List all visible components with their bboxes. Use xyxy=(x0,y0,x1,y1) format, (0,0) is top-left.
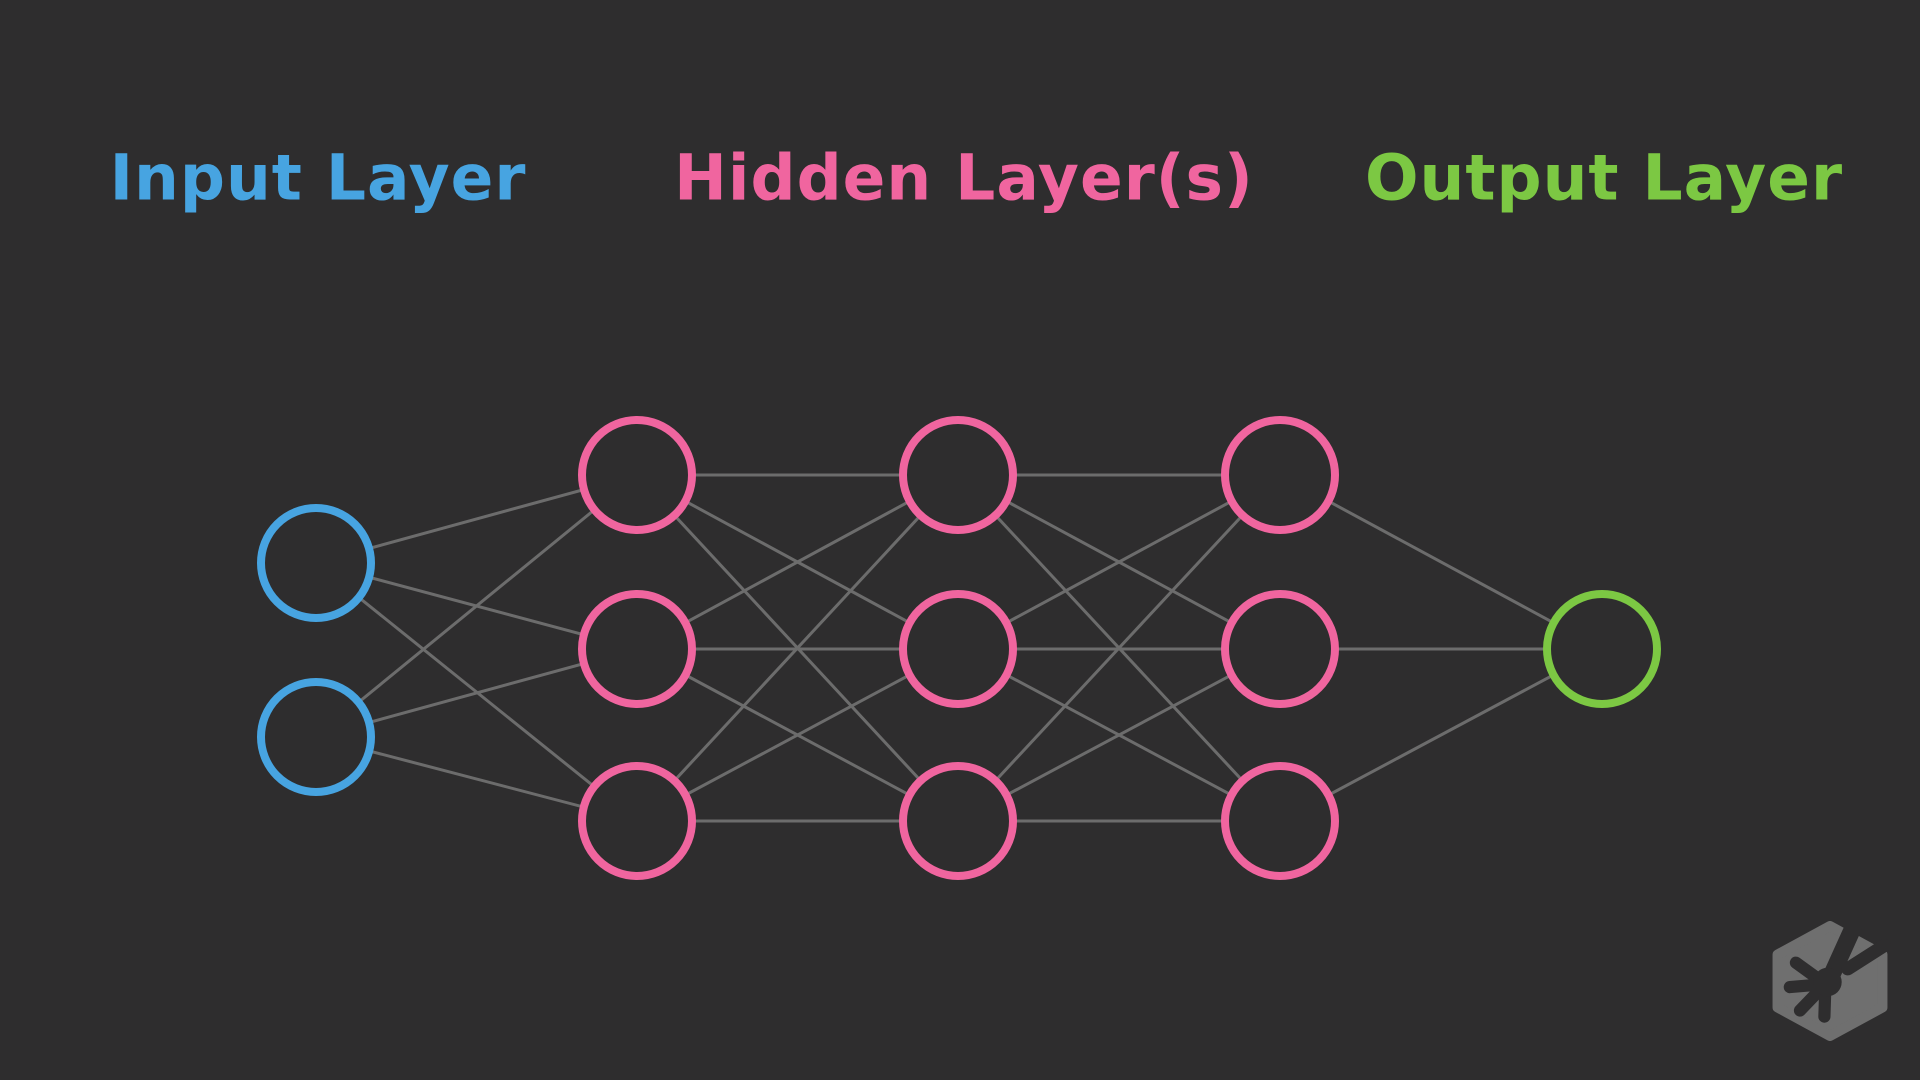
node-input-2 xyxy=(257,678,375,796)
gecko-foot-palm xyxy=(1813,967,1842,997)
edge-line xyxy=(957,647,1281,823)
node-hidden-1-1 xyxy=(578,416,696,534)
edge-line xyxy=(636,473,959,651)
node-hidden-3-3 xyxy=(1221,762,1339,880)
hidden-layer-label: Hidden Layer(s) xyxy=(674,141,1254,215)
node-hidden-1-2 xyxy=(578,590,696,708)
edge-line xyxy=(956,473,1282,823)
node-hidden-1-3 xyxy=(578,762,696,880)
output-layer-label: Output Layer xyxy=(1364,141,1844,215)
node-hidden-2-2 xyxy=(899,590,1017,708)
hexagon-gecko-logo xyxy=(1772,921,1892,1041)
node-hidden-2-1 xyxy=(899,416,1017,534)
edge-line xyxy=(315,473,638,739)
node-hidden-3-1 xyxy=(1221,416,1339,534)
node-output-1 xyxy=(1543,590,1661,708)
edge-line xyxy=(1279,473,1603,651)
edge-line xyxy=(1279,647,1603,823)
node-input-1 xyxy=(257,504,375,622)
input-layer-label: Input Layer xyxy=(109,141,527,215)
node-hidden-3-2 xyxy=(1221,590,1339,708)
edge-line xyxy=(635,473,960,823)
edge-line xyxy=(957,473,1281,651)
edge-line xyxy=(636,647,959,823)
node-hidden-2-3 xyxy=(899,762,1017,880)
